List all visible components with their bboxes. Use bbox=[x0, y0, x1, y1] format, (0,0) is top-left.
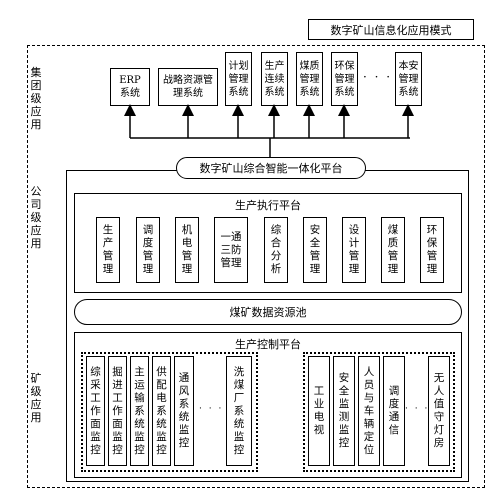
outer-frame bbox=[27, 45, 485, 488]
control-system: 掘进工作面监控 bbox=[108, 356, 127, 466]
integrated-platform-title: 数字矿山综合智能一体化平台 bbox=[176, 157, 366, 179]
exec-module-label: 调度管理 bbox=[142, 224, 154, 275]
exec-module-label: 机电管理 bbox=[181, 224, 193, 275]
control-system: 综采工作面监控 bbox=[86, 356, 105, 466]
exec-module-label: 安全管理 bbox=[309, 224, 321, 275]
exec-module-label: 一通三防管理 bbox=[220, 230, 242, 269]
control-platform-title: 生产控制平台 bbox=[235, 338, 301, 351]
exec-module-label: 生产管理 bbox=[102, 224, 114, 275]
control-system-label: 调度通信 bbox=[388, 385, 400, 436]
group-system-continuous: 生产连续系统 bbox=[261, 52, 288, 106]
exec-module: 安全管理 bbox=[303, 217, 327, 283]
exec-module: 煤质管理 bbox=[381, 217, 405, 283]
group-system-coal-quality: 煤质管理系统 bbox=[296, 52, 323, 106]
data-resource-pool-text: 煤矿数据资源池 bbox=[229, 306, 307, 319]
exec-module: 环保管理 bbox=[420, 217, 444, 283]
control-system-label: 综采工作面监控 bbox=[90, 365, 101, 456]
execution-platform-title: 生产执行平台 bbox=[235, 199, 301, 212]
control-system-label: 人员与车辆定位 bbox=[363, 365, 375, 456]
control-system-label: 安全监测监控 bbox=[338, 372, 350, 449]
group-system-strategic: 战略资源管理系统 bbox=[158, 68, 218, 106]
exec-module-label: 设计管理 bbox=[348, 224, 360, 275]
diagram-title: 数字矿山信息化应用模式 bbox=[308, 19, 474, 40]
group-system-label: 生产连续系统 bbox=[264, 60, 285, 98]
exec-module: 设计管理 bbox=[342, 217, 366, 283]
control-system-label: 工业电视 bbox=[313, 385, 325, 436]
group-system-erp: ERP系统 bbox=[110, 68, 150, 106]
control-system: 工业电视 bbox=[308, 356, 330, 466]
integrated-platform-title-text: 数字矿山综合智能一体化平台 bbox=[199, 162, 343, 175]
group-system-label: 战略资源管理系统 bbox=[163, 75, 213, 99]
exec-module: 综合分析 bbox=[264, 217, 288, 283]
group-system-label: 计划管理系统 bbox=[228, 60, 249, 98]
control-system: 无人值守灯房 bbox=[428, 356, 450, 466]
control-right-group bbox=[303, 352, 455, 472]
exec-module-label: 煤质管理 bbox=[387, 224, 399, 275]
level-label-company: 公司级应用 bbox=[30, 185, 42, 250]
control-system: 人员与车辆定位 bbox=[358, 356, 380, 466]
group-system-label: ERP系统 bbox=[119, 75, 141, 99]
group-ellipsis: · · · bbox=[363, 70, 393, 84]
exec-module: 机电管理 bbox=[175, 217, 199, 283]
exec-module: 一通三防管理 bbox=[214, 217, 248, 283]
group-system-label: 本安管理系统 bbox=[398, 60, 419, 98]
group-system-label: 煤质管理系统 bbox=[299, 60, 320, 98]
control-system: 调度通信 bbox=[383, 356, 405, 466]
exec-module-label: 环保管理 bbox=[426, 224, 438, 275]
control-system-label: 掘进工作面监控 bbox=[112, 365, 123, 456]
control-system: 主运输系统监控 bbox=[130, 356, 149, 466]
data-resource-pool: 煤矿数据资源池 bbox=[74, 299, 462, 325]
control-system: 供配电系统监控 bbox=[152, 356, 171, 466]
exec-module: 调度管理 bbox=[136, 217, 160, 283]
group-system-env: 环保管理系统 bbox=[331, 52, 358, 106]
exec-module-label: 综合分析 bbox=[270, 224, 282, 275]
exec-module: 生产管理 bbox=[96, 217, 120, 283]
control-system-label: 主运输系统监控 bbox=[134, 365, 145, 456]
control-system: 洗煤厂系统监控 bbox=[226, 356, 252, 466]
group-system-label: 环保管理系统 bbox=[334, 60, 355, 98]
control-left-group bbox=[81, 352, 258, 472]
control-system: 安全监测监控 bbox=[333, 356, 355, 466]
level-label-mine: 矿级应用 bbox=[30, 372, 42, 424]
control-system-label: 无人值守灯房 bbox=[433, 372, 445, 449]
control-system: 通风系统监控 bbox=[174, 356, 194, 466]
control-system-label: 洗煤厂系统监控 bbox=[233, 365, 245, 456]
group-system-intrinsic-safety: 本安管理系统 bbox=[395, 52, 422, 106]
level-label-group: 集团级应用 bbox=[30, 66, 42, 131]
control-system-label: 通风系统监控 bbox=[178, 372, 190, 449]
diagram-title-text: 数字矿山信息化应用模式 bbox=[330, 23, 452, 37]
control-system-label: 供配电系统监控 bbox=[156, 365, 167, 456]
control-right-ellipsis: · · · bbox=[405, 404, 430, 414]
control-left-ellipsis: · · · bbox=[199, 404, 224, 414]
